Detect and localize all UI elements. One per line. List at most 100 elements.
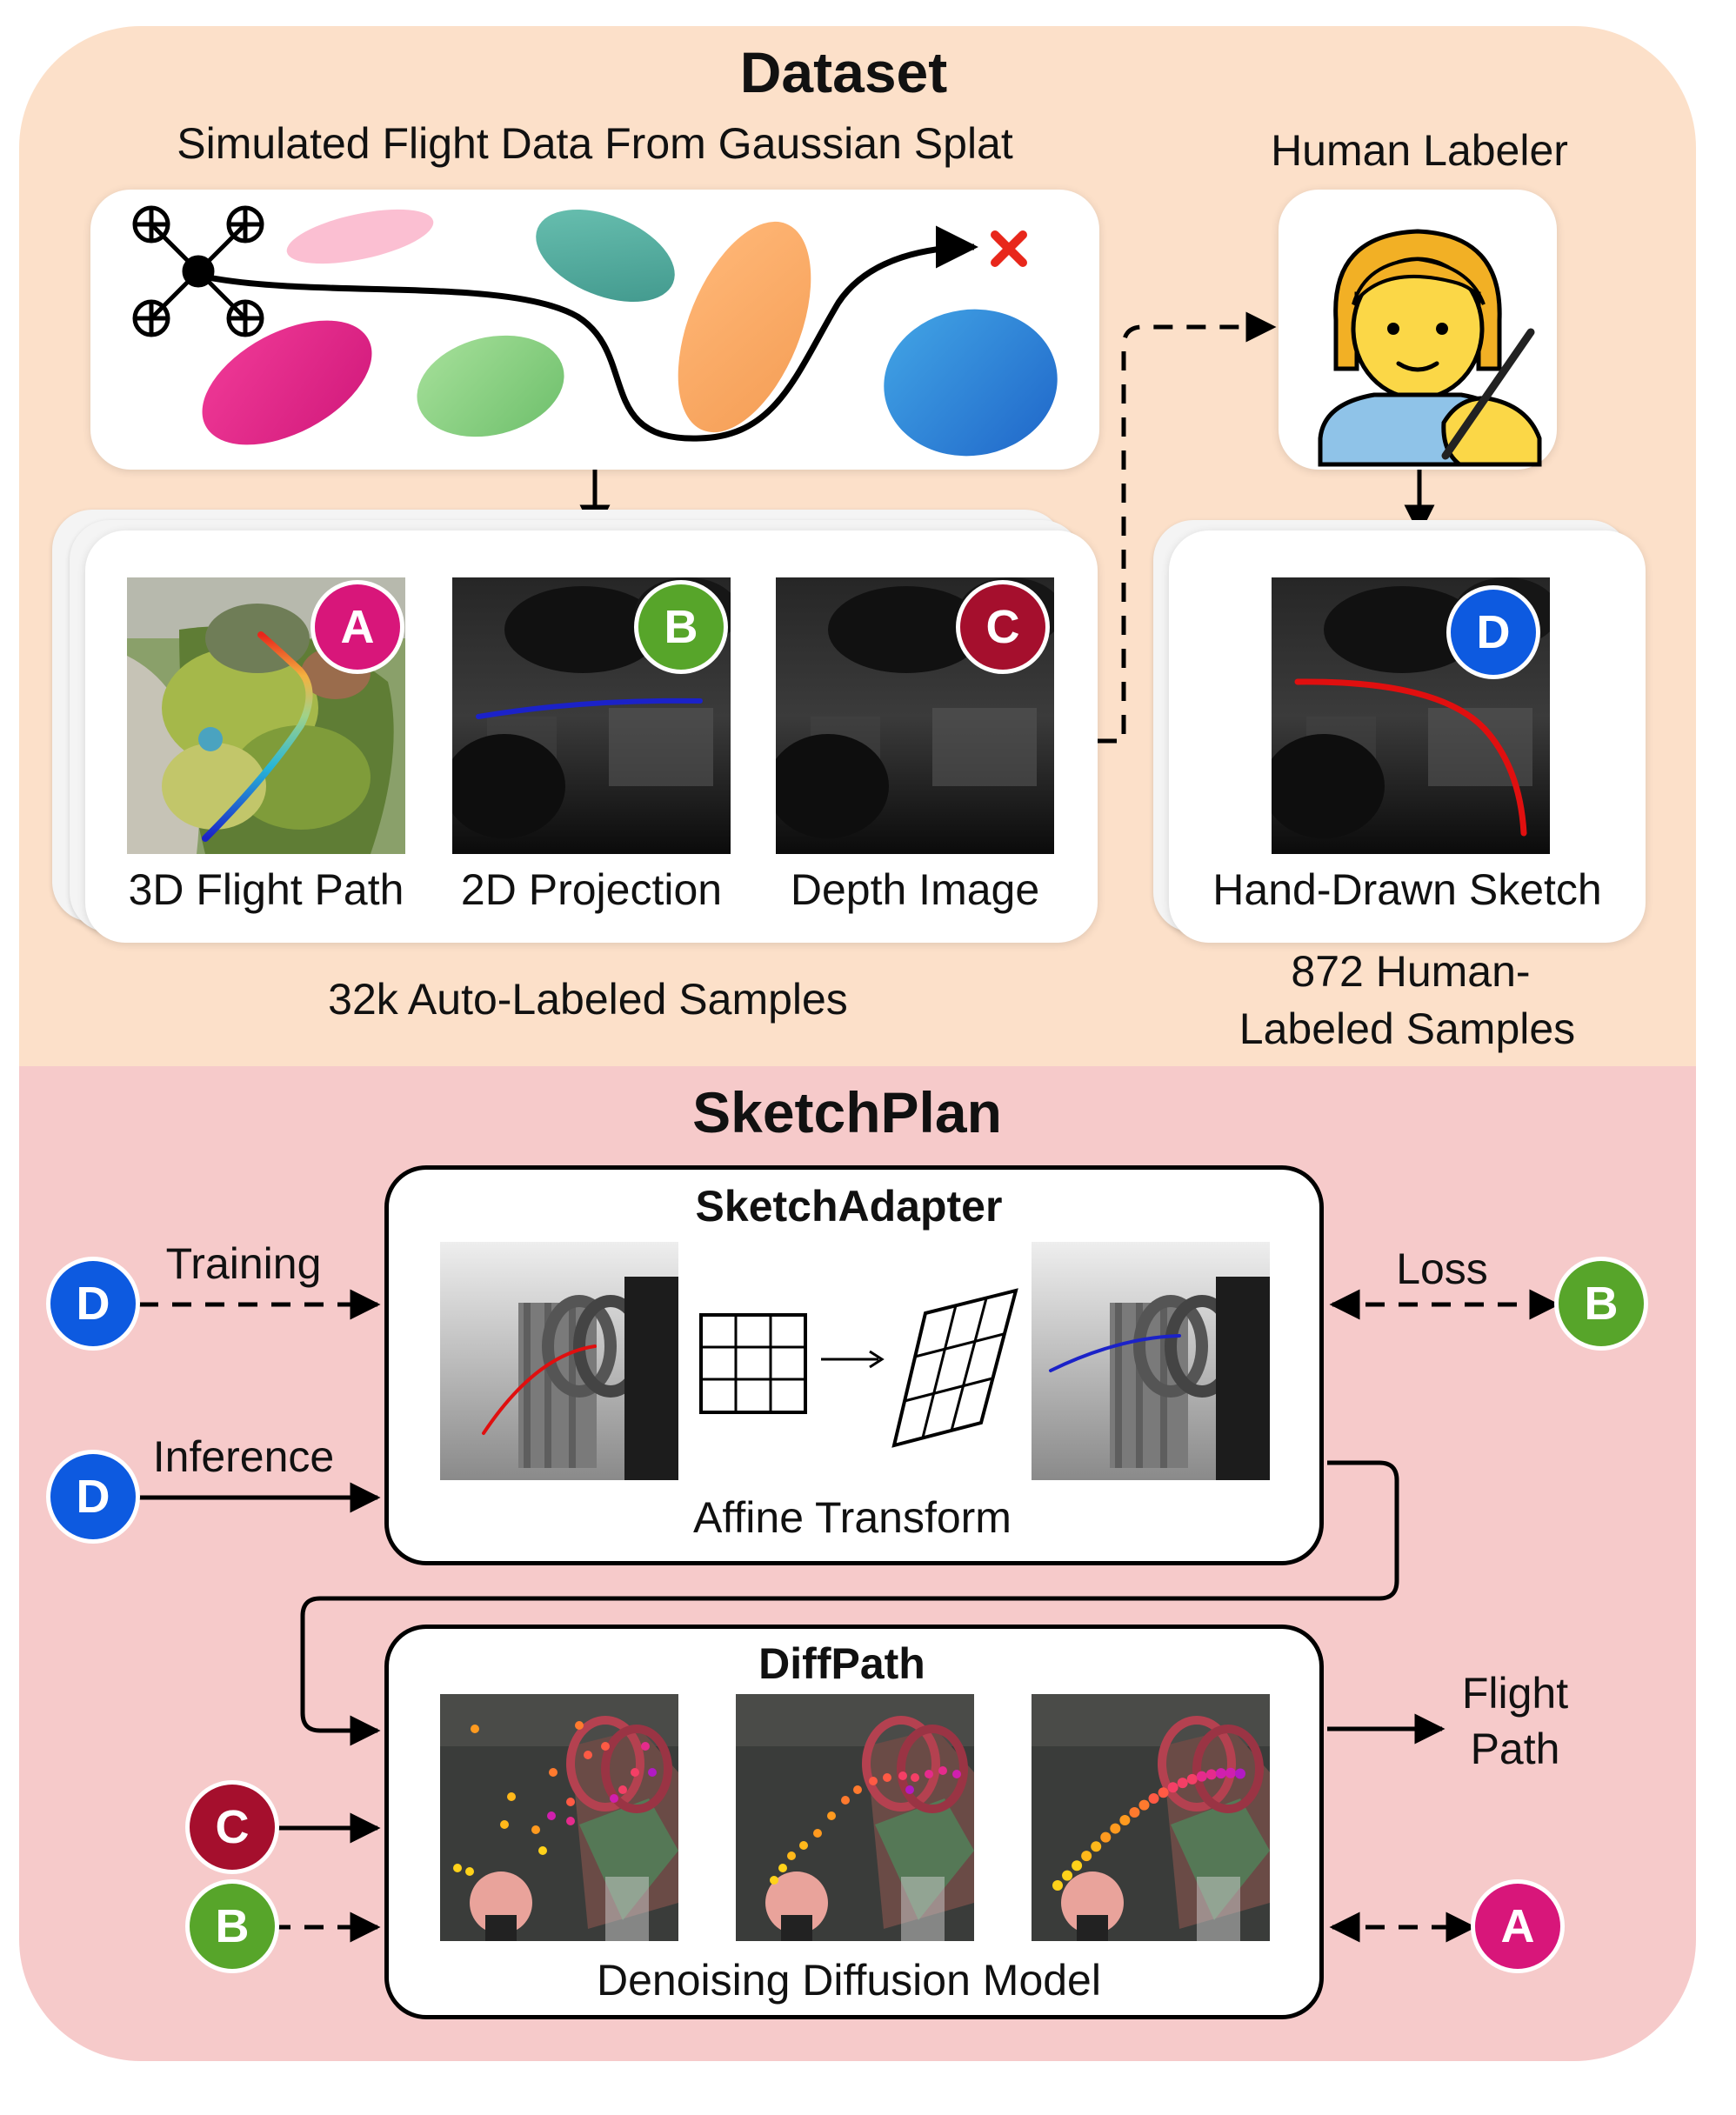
- warped-grid-icon: [891, 1288, 1018, 1448]
- trajectory-point: [1119, 1814, 1131, 1825]
- gaussian-splat-scene: [132, 205, 1058, 457]
- trajectory-point: [905, 1785, 914, 1794]
- sim-label: Simulated Flight Data From Gaussian Spla…: [177, 119, 1013, 168]
- trajectory-point: [883, 1773, 891, 1782]
- trajectory-point: [1225, 1767, 1236, 1778]
- adapter-output-image: [1032, 1242, 1270, 1480]
- trajectory-point: [1100, 1831, 1112, 1843]
- trajectory-point: [631, 1768, 639, 1777]
- trajectory-point: [827, 1811, 836, 1820]
- badge-d-inference: D: [50, 1454, 136, 1539]
- badge-b-projection: B: [638, 584, 724, 670]
- trajectory-point: [465, 1867, 474, 1876]
- human-labeled-samples-line2: Labeled Samples: [1239, 1004, 1576, 1053]
- person-drawing-emoji: [1318, 229, 1542, 467]
- badge-b-diffpath: B: [190, 1884, 275, 1969]
- trajectory-point: [500, 1820, 509, 1829]
- trajectory-point: [566, 1817, 575, 1825]
- auto-labeled-samples: 32k Auto-Labeled Samples: [328, 975, 848, 1024]
- trajectory-point: [898, 1771, 907, 1780]
- diffusion-step-1-image: [440, 1694, 678, 1941]
- trajectory-point: [610, 1794, 618, 1803]
- trajectory-point: [575, 1721, 584, 1730]
- trajectory-point: [938, 1766, 947, 1775]
- trajectory-path: [203, 225, 978, 442]
- splat-blue: [884, 309, 1058, 457]
- splat-teal: [536, 209, 675, 303]
- trajectory-point: [584, 1751, 592, 1759]
- trajectory-point: [869, 1777, 878, 1785]
- trajectory-point: [1215, 1768, 1226, 1779]
- trajectory-point: [1167, 1782, 1178, 1793]
- trajectory-point: [1129, 1806, 1140, 1818]
- trajectory-point: [770, 1876, 778, 1885]
- trajectory-point: [648, 1768, 657, 1777]
- adapter-input-image: [440, 1242, 678, 1480]
- trajectory-point: [1052, 1880, 1063, 1891]
- label-2d-projection: 2D Projection: [460, 865, 723, 914]
- badge-c-diffpath: C: [190, 1785, 275, 1870]
- human-labeler-label: Human Labeler: [1271, 126, 1568, 175]
- diffusion-step-3-image: [1032, 1694, 1270, 1941]
- trajectory-point: [453, 1864, 462, 1872]
- trajectory-point: [853, 1785, 862, 1794]
- grid-icon: [699, 1313, 807, 1414]
- sketchplan-title: SketchPlan: [692, 1080, 1002, 1144]
- inference-label: Inference: [152, 1432, 335, 1481]
- trajectory-point: [1091, 1841, 1102, 1852]
- trajectory-point: [1235, 1768, 1245, 1779]
- denoising-diffusion-caption: Denoising Diffusion Model: [597, 1956, 1101, 2005]
- trajectory-point: [601, 1742, 610, 1751]
- badge-a-flight-path: A: [315, 584, 400, 670]
- trajectory-point: [778, 1864, 787, 1872]
- trajectory-point: [549, 1768, 558, 1777]
- arrow-adapter-to-diffpath: [300, 1460, 1399, 1746]
- splat-orange: [678, 221, 811, 433]
- badge-a-diffpath: A: [1475, 1884, 1560, 1969]
- trajectory-point: [1148, 1793, 1159, 1805]
- trajectory-point: [952, 1770, 961, 1778]
- trajectory-point: [911, 1773, 919, 1782]
- trajectory-point: [547, 1811, 556, 1820]
- splat-green: [417, 335, 564, 437]
- trajectory-point: [813, 1829, 822, 1838]
- projection-2d-image: [452, 577, 731, 854]
- flight-path-output-line2: Path: [1470, 1725, 1560, 1773]
- trajectory-point: [1177, 1778, 1188, 1789]
- trajectory-point: [787, 1851, 796, 1860]
- diffpath-title: DiffPath: [758, 1639, 925, 1688]
- x-mark-icon: [991, 230, 1027, 267]
- affine-transform-caption: Affine Transform: [693, 1493, 1012, 1542]
- trajectory-point: [531, 1825, 540, 1834]
- trajectory-point: [1110, 1823, 1121, 1834]
- badge-d-sketch: D: [1451, 590, 1536, 675]
- trajectory-point: [1081, 1851, 1092, 1862]
- human-labeler-card: [1279, 190, 1557, 470]
- badge-b-loss: B: [1559, 1261, 1644, 1346]
- label-hand-drawn-sketch: Hand-Drawn Sketch: [1212, 865, 1602, 914]
- splat-light-pink: [286, 209, 434, 264]
- hand-drawn-sketch-image: [1272, 577, 1550, 854]
- diffusion-step-2-image: [736, 1694, 974, 1941]
- trajectory-point: [566, 1798, 575, 1806]
- simulated-flight-card: [90, 190, 1099, 470]
- trajectory-point: [1138, 1799, 1150, 1811]
- trajectory-point: [538, 1846, 547, 1855]
- label-3d-flight-path: 3D Flight Path: [128, 865, 404, 914]
- badge-c-depth: C: [960, 584, 1045, 670]
- human-labeled-samples-line1: 872 Human-: [1291, 947, 1531, 996]
- trajectory-point: [507, 1792, 516, 1801]
- sketch-adapter-title: SketchAdapter: [695, 1182, 1003, 1231]
- trajectory-point: [799, 1841, 808, 1850]
- trajectory-point: [1062, 1870, 1073, 1881]
- trajectory-point: [1205, 1769, 1217, 1780]
- transform-arrow-icon: [821, 1350, 885, 1369]
- badge-d-training: D: [50, 1261, 136, 1346]
- trajectory-point: [1196, 1771, 1207, 1782]
- training-label: Training: [165, 1239, 322, 1288]
- flight-path-output-line1: Flight: [1461, 1669, 1569, 1718]
- dataset-title: Dataset: [739, 40, 948, 104]
- trajectory-point: [641, 1742, 650, 1751]
- arrow-depth-to-labeler: [1098, 311, 1277, 744]
- drone-icon: [132, 205, 264, 337]
